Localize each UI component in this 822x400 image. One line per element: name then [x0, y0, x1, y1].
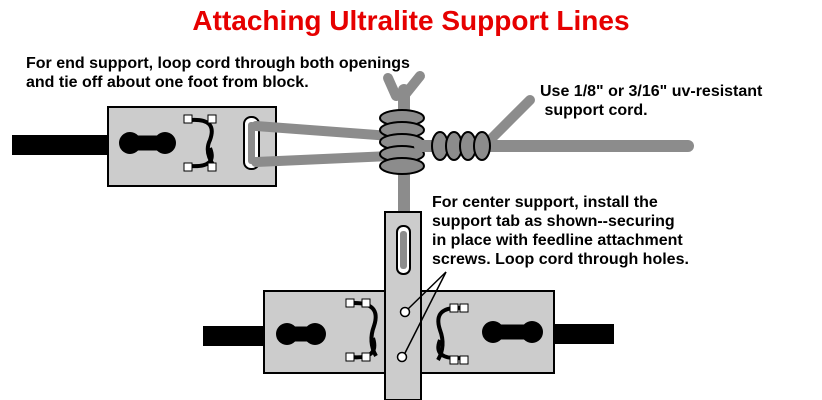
center-wire-left [203, 326, 267, 346]
tab-screw-hole-lower [396, 351, 408, 363]
support-cord [414, 95, 694, 161]
cord-spec-note: Use 1/8" or 3/16" uv-resistant support c… [540, 83, 763, 119]
end-cord-loop [251, 121, 395, 167]
support-tab [384, 211, 422, 400]
end-support-assembly [12, 106, 277, 187]
center-crimp-hook-right [436, 303, 469, 365]
center-crimp-hook-left [345, 298, 378, 362]
center-wire-loop-right [482, 321, 543, 343]
center-wire-loop-left [276, 323, 326, 345]
callout-pointers [404, 271, 447, 354]
tab-screw-hole-upper [399, 306, 411, 318]
cord-knot [379, 71, 425, 224]
center-wire-right [552, 324, 614, 344]
center-support-note: For center support, install the support … [432, 194, 689, 268]
end-support-note: For end support, loop cord through both … [26, 55, 410, 91]
diagram-title: Attaching Ultralite Support Lines [192, 5, 630, 36]
center-support-assembly [203, 211, 614, 400]
end-wire-left [12, 135, 110, 155]
end-wire-crimp-hook [183, 114, 217, 172]
end-wire-loop [119, 132, 176, 154]
